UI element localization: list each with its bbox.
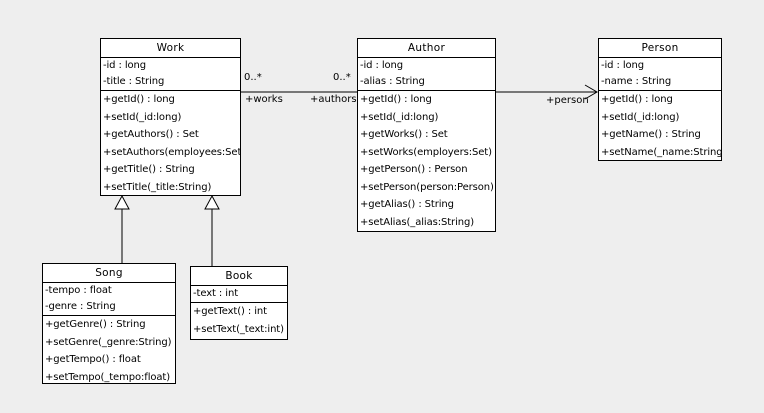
method: +setText(_text:int) bbox=[193, 323, 284, 335]
attribute: -alias : String bbox=[360, 76, 425, 87]
class-work-attributes: -id : long -title : String bbox=[101, 58, 240, 91]
method: +getTempo() : float bbox=[45, 354, 141, 365]
role-label-authors: +authors bbox=[310, 94, 357, 105]
attribute: -id : long bbox=[103, 60, 147, 71]
method: +setPerson(person:Person) bbox=[360, 181, 494, 193]
class-song[interactable]: Song -tempo : float -genre : String +get… bbox=[42, 263, 176, 384]
class-person-attributes: -id : long -name : String bbox=[599, 58, 721, 91]
method: +getAuthors() : Set bbox=[103, 129, 199, 140]
method: +getId() : long bbox=[103, 94, 175, 105]
role-label-works: +works bbox=[245, 94, 283, 105]
method: +setId(_id:long) bbox=[103, 111, 182, 123]
class-book[interactable]: Book -text : int +getText() : int +setTe… bbox=[190, 266, 288, 340]
method: +getText() : int bbox=[193, 306, 267, 317]
role-label-person: +person bbox=[546, 95, 589, 106]
method: +setTempo(_tempo:float) bbox=[45, 371, 171, 383]
class-work-methods: +getId() : long +setId(_id:long) +getAut… bbox=[101, 91, 241, 195]
method: +setTitle(_title:String) bbox=[103, 181, 212, 193]
multiplicity-work-side: 0..* bbox=[244, 72, 262, 83]
method: +setAlias(_alias:String) bbox=[360, 216, 475, 228]
method: +setAuthors(employees:Set) bbox=[103, 146, 241, 158]
method: +getAlias() : String bbox=[360, 199, 454, 210]
attribute: -text : int bbox=[193, 288, 239, 299]
attribute: -tempo : float bbox=[45, 285, 112, 296]
method: +setGenre(_genre:String) bbox=[45, 336, 172, 348]
class-book-name: Book bbox=[191, 267, 287, 286]
class-person-methods: +getId() : long +setId(_id:long) +getNam… bbox=[599, 91, 722, 160]
method: +getName() : String bbox=[601, 129, 701, 140]
attribute: -genre : String bbox=[45, 301, 116, 312]
method: +getWorks() : Set bbox=[360, 129, 448, 140]
hollow-triangle-icon bbox=[204, 194, 220, 210]
class-book-methods: +getText() : int +setText(_text:int) bbox=[191, 303, 287, 338]
class-song-methods: +getGenre() : String +setGenre(_genre:St… bbox=[43, 316, 175, 383]
class-work[interactable]: Work -id : long -title : String +getId()… bbox=[100, 38, 241, 196]
class-person-name: Person bbox=[599, 39, 721, 58]
method: +getGenre() : String bbox=[45, 319, 146, 330]
method: +setWorks(employers:Set) bbox=[360, 146, 492, 158]
attribute: -id : long bbox=[601, 60, 645, 71]
method: +getTitle() : String bbox=[103, 164, 195, 175]
attribute: -title : String bbox=[103, 76, 165, 87]
class-author-name: Author bbox=[358, 39, 495, 58]
method: +getPerson() : Person bbox=[360, 164, 468, 175]
class-book-attributes: -text : int bbox=[191, 286, 287, 303]
class-work-name: Work bbox=[101, 39, 240, 58]
class-person[interactable]: Person -id : long -name : String +getId(… bbox=[598, 38, 722, 161]
class-song-attributes: -tempo : float -genre : String bbox=[43, 283, 175, 316]
hollow-triangle-icon bbox=[114, 194, 130, 210]
method: +getId() : long bbox=[360, 94, 432, 105]
multiplicity-author-side: 0..* bbox=[333, 72, 351, 83]
class-author-attributes: -id : long -alias : String bbox=[358, 58, 495, 91]
method: +setId(_id:long) bbox=[360, 111, 439, 123]
class-song-name: Song bbox=[43, 264, 175, 283]
attribute: -id : long bbox=[360, 60, 404, 71]
class-author-methods: +getId() : long +setId(_id:long) +getWor… bbox=[358, 91, 495, 231]
attribute: -name : String bbox=[601, 76, 672, 87]
method: +getId() : long bbox=[601, 94, 673, 105]
class-author[interactable]: Author -id : long -alias : String +getId… bbox=[357, 38, 496, 232]
method: +setName(_name:String) bbox=[601, 146, 722, 158]
method: +setId(_id:long) bbox=[601, 111, 680, 123]
